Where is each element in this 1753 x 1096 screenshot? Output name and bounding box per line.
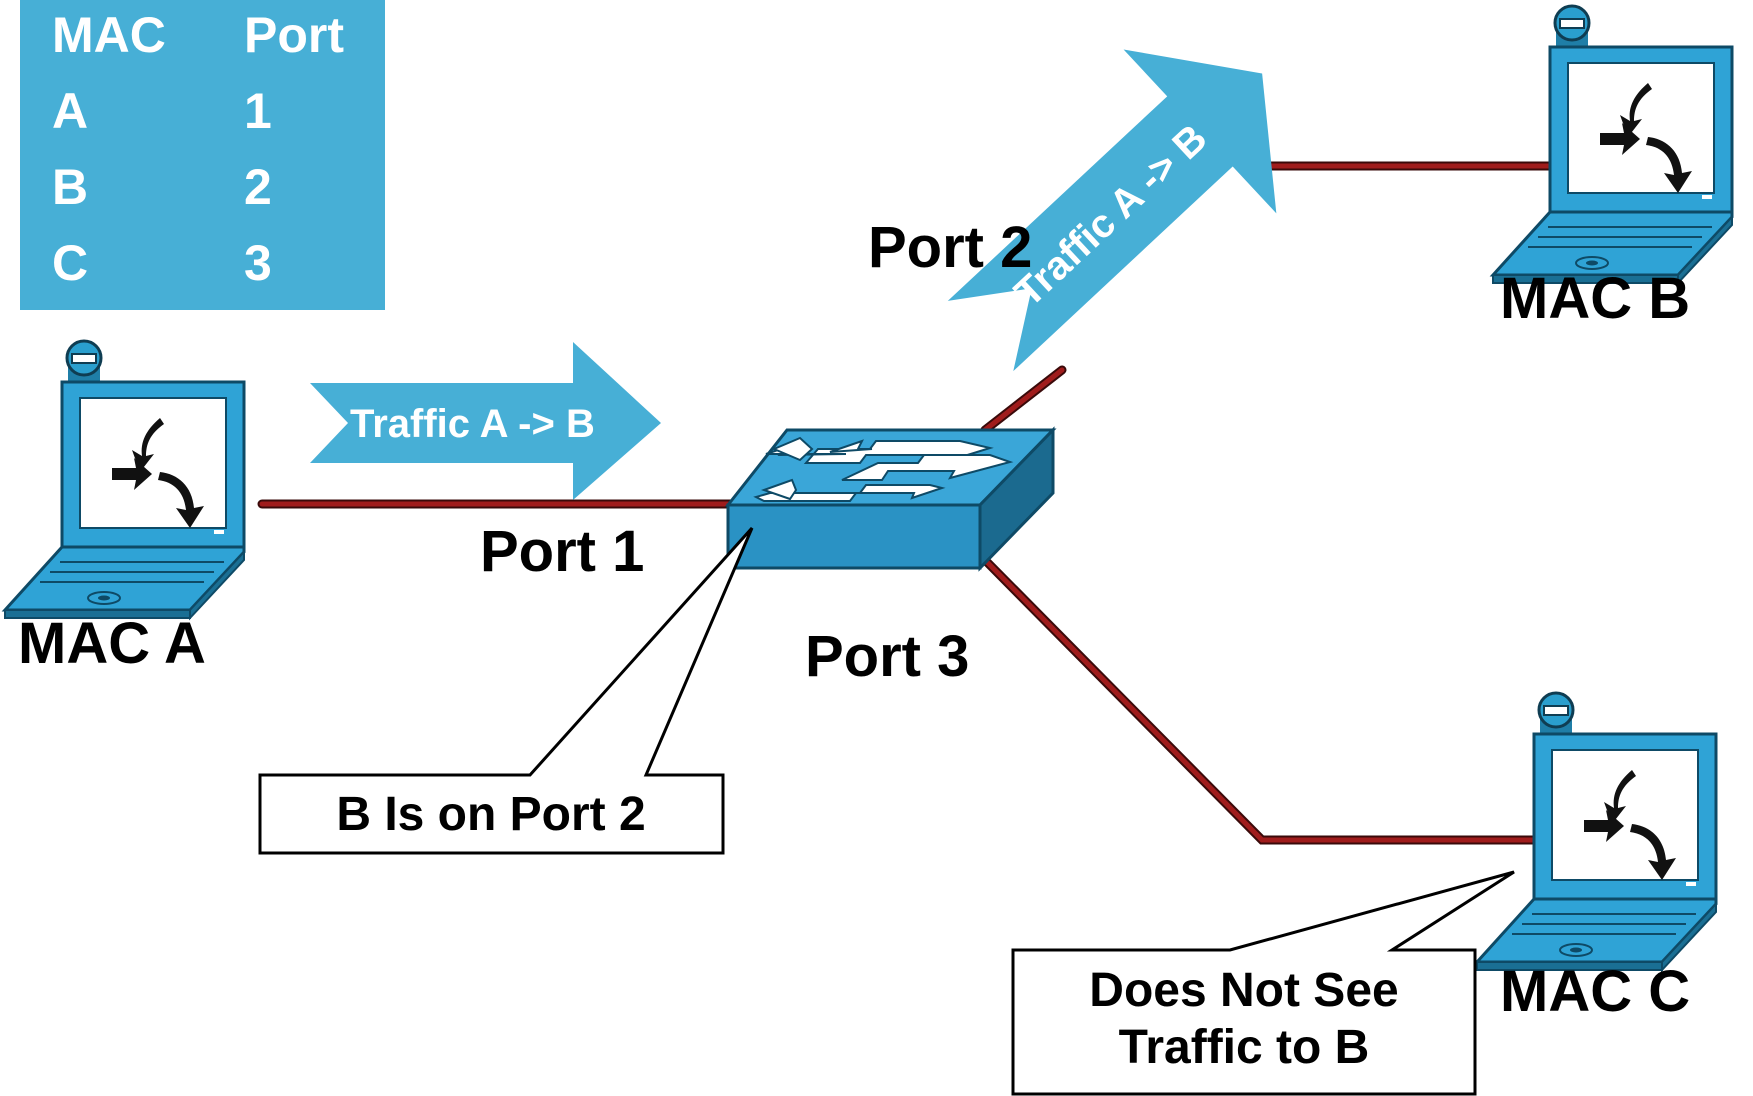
network-links	[257, 161, 1577, 845]
mac-table-cell: C	[52, 235, 88, 291]
traffic-arrow-a-to-b: Traffic A -> B	[310, 342, 661, 500]
host-mac-c	[1475, 691, 1718, 972]
host-mac-b	[1491, 4, 1734, 285]
traffic-arrow-label: Traffic A -> B	[1006, 116, 1215, 315]
port-label-1: Port 1	[480, 519, 644, 584]
callout-text-line2: Traffic to B	[1119, 1021, 1370, 1074]
callout-text-line1: Does Not See	[1089, 964, 1398, 1017]
mac-table-cell: B	[52, 159, 88, 215]
mac-table-cell: 3	[244, 235, 272, 291]
traffic-arrow-label: Traffic A -> B	[350, 402, 595, 446]
host-label-mac-a: MAC A	[18, 611, 206, 676]
mac-table-cell: 2	[244, 159, 272, 215]
port-label-3: Port 3	[805, 624, 969, 689]
callout-host-c-note: Does Not See Traffic to B	[1011, 870, 1515, 1096]
mac-table-header-port: Port	[244, 7, 344, 63]
host-mac-a	[3, 339, 246, 620]
mac-table-header-mac: MAC	[52, 7, 166, 63]
port-label-2: Port 2	[868, 215, 1032, 280]
link-port2	[980, 161, 1577, 435]
laptop-icon	[1491, 4, 1734, 285]
switch-icon	[724, 426, 1057, 572]
host-label-mac-c: MAC C	[1500, 959, 1690, 1024]
mac-address-table: MAC Port A 1 B 2 C 3	[20, 0, 385, 310]
callout-switch-note: B Is on Port 2	[258, 526, 754, 855]
mac-table-cell: A	[52, 83, 88, 139]
host-label-mac-b: MAC B	[1500, 266, 1690, 331]
laptop-icon	[3, 339, 246, 620]
link-port3	[980, 555, 1557, 845]
traffic-arrow-switch-to-b: Traffic A -> B	[947, 49, 1277, 372]
callout-text: B Is on Port 2	[336, 788, 645, 841]
laptop-icon	[1475, 691, 1718, 972]
mac-table-cell: 1	[244, 83, 272, 139]
